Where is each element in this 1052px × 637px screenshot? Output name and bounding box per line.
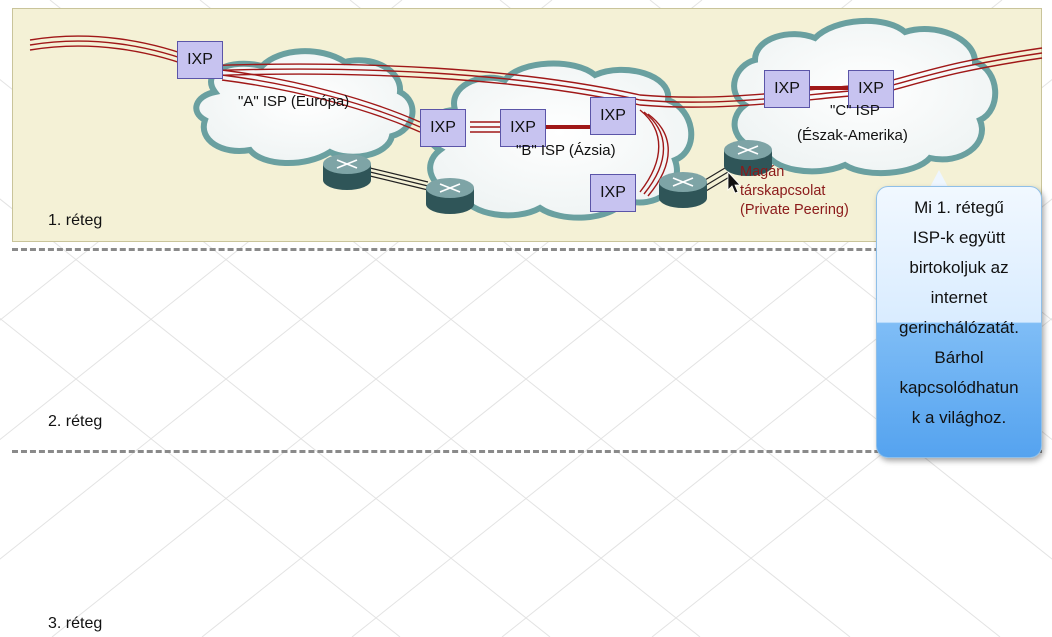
ixp-box-7: IXP	[848, 70, 894, 108]
callout-tail	[930, 170, 948, 187]
private-peering-line1: Magán	[740, 164, 785, 180]
router-2	[426, 178, 474, 214]
callout-line-2: ISP-k együtt	[912, 228, 1006, 247]
ixp-box-4: IXP	[590, 97, 636, 135]
callout-line-1: Mi 1. rétegű	[914, 198, 1004, 217]
tier2-label: 2. réteg	[48, 413, 103, 430]
callout-line-4: internet	[930, 288, 988, 307]
router-1	[323, 154, 371, 190]
callout-line-8: k a világhoz.	[911, 408, 1007, 427]
callout-line-5: gerinchálózatát.	[898, 318, 1020, 337]
callout-line-3: birtokoljuk az	[909, 258, 1009, 277]
speech-callout: Mi 1. rétegű ISP-k együtt birtokoljuk az…	[876, 186, 1042, 458]
private-peering-line2: társkapcsolat	[740, 183, 826, 199]
tier1-label: 1. réteg	[48, 212, 103, 229]
ixp-box-5: IXP	[590, 174, 636, 212]
ixp-box-6: IXP	[764, 70, 810, 108]
ixp-box-1: IXP	[177, 41, 223, 79]
tier-divider-1	[12, 248, 1042, 251]
tier3-label: 3. réteg	[48, 615, 103, 632]
private-peering-line3: (Private Peering)	[740, 202, 849, 218]
isp-a-label: "A" ISP (Európa)	[238, 93, 350, 110]
ixp-box-3: IXP	[500, 109, 546, 147]
router-3	[659, 172, 707, 208]
ixp-box-2: IXP	[420, 109, 466, 147]
isp-c-label-line1: "C" ISP	[830, 102, 880, 119]
callout-line-7: kapcsolódhatun	[899, 378, 1019, 397]
router-4	[724, 140, 772, 176]
pointer-arrow-icon	[727, 170, 741, 194]
isp-b-label: "B" ISP (Ázsia)	[516, 142, 616, 159]
tier-divider-2	[12, 450, 1042, 453]
callout-line-6: Bárhol	[934, 348, 984, 367]
private-peering-label: Magán társkapcsolat (Private Peering)	[740, 163, 849, 220]
isp-c-label-line2: (Észak-Amerika)	[797, 127, 908, 144]
